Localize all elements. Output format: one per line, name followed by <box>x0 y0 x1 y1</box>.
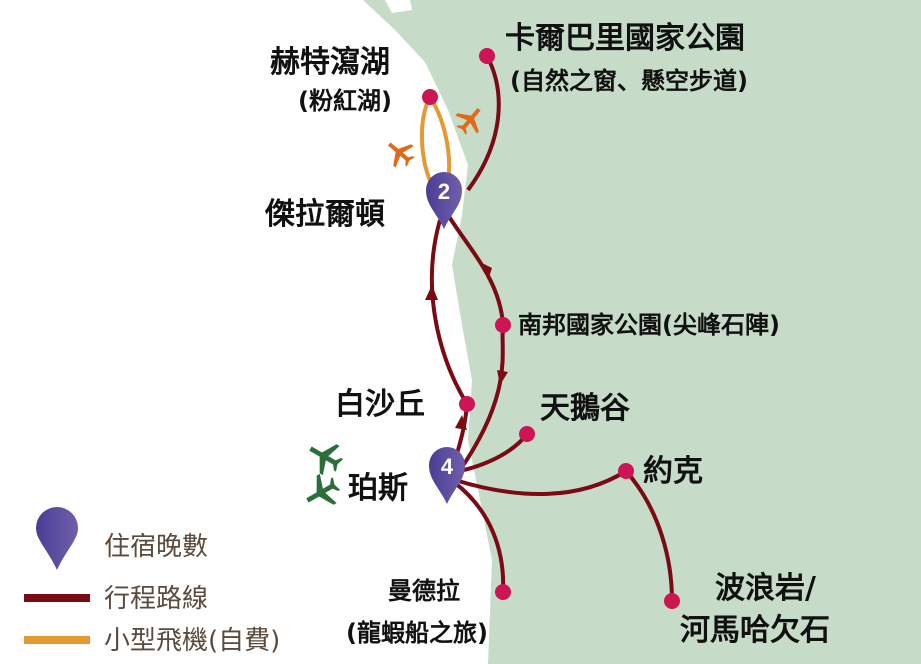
label-geraldton: 傑拉爾頓 <box>265 197 385 232</box>
pin-perth-nights: 4 <box>441 454 454 479</box>
plane-icon <box>387 142 415 168</box>
route-geraldton-kalbarri <box>466 55 501 192</box>
label-hutt-lagoon: 赫特瀉湖 <box>270 45 390 80</box>
legend-flight-label: 小型飛機(自費) <box>104 626 281 656</box>
label-swan-valley: 天鵝谷 <box>540 391 630 426</box>
stop-markers <box>422 48 680 609</box>
pin-geraldton-nights: 2 <box>438 179 450 204</box>
island <box>385 0 412 13</box>
arrow-icon <box>425 285 438 300</box>
arrow-icon <box>455 415 467 430</box>
label-mandurah: 曼德拉 <box>388 577 460 605</box>
label-mandurah-sub: (龍蝦船之旅) <box>346 619 488 647</box>
label-kalbarri-sub: (自然之窗、懸空步道) <box>510 67 748 95</box>
arrow-icon <box>497 370 508 385</box>
route-york-waverock <box>624 469 674 602</box>
legend-pin-icon <box>36 507 78 570</box>
plane-icon <box>306 473 341 505</box>
plane-icon <box>455 107 481 135</box>
itinerary-routes <box>429 55 674 602</box>
route-perth-york <box>454 469 628 496</box>
pin-icon <box>429 447 465 504</box>
label-kalbarri: 卡爾巴里國家公園 <box>505 21 745 56</box>
route-arrows <box>425 262 508 430</box>
label-white-sand: 白沙丘 <box>335 387 425 422</box>
flight-routes <box>420 95 452 186</box>
label-perth: 珀斯 <box>348 471 408 506</box>
legend-route-line <box>24 594 90 602</box>
arrow-icon <box>480 262 492 280</box>
route-whitesand-geraldton <box>429 219 469 406</box>
label-hutt-sub: (粉紅湖) <box>298 87 392 115</box>
plane-icon <box>309 444 344 476</box>
legend-pin-label: 住宿晚數 <box>104 532 209 562</box>
land-area <box>363 0 921 664</box>
label-york: 約克 <box>643 454 703 489</box>
label-wave-rock: 波浪岩/ <box>715 571 816 606</box>
legend-route-label: 行程路線 <box>104 584 209 614</box>
pin-icon <box>426 172 462 229</box>
label-pinnacles: 南邦國家公園(尖峰石陣) <box>518 311 780 339</box>
legend-flight-line <box>24 636 90 644</box>
route-perth-mandurah <box>453 481 506 593</box>
label-hippo-yawn: 河馬哈欠石 <box>680 613 830 648</box>
